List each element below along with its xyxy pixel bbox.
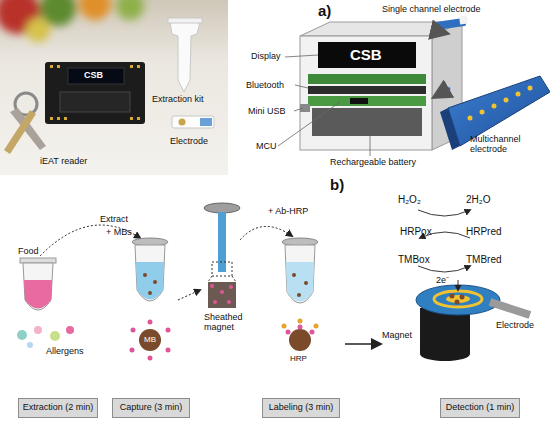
text-label: + Ab-HRP bbox=[268, 206, 308, 216]
text-label: CSB bbox=[350, 46, 382, 63]
text-label: Mini USB bbox=[248, 106, 286, 116]
text-label: Display bbox=[251, 51, 281, 61]
text-label: Allergens bbox=[46, 346, 84, 356]
text-label: H₂O₂ bbox=[398, 194, 421, 206]
text-label: 2e⁻ bbox=[436, 275, 449, 285]
reader-schematic bbox=[278, 16, 550, 156]
workflow-illustration bbox=[17, 203, 531, 361]
node-text: MB bbox=[144, 336, 156, 345]
photo bbox=[0, 0, 228, 175]
step-box: Labeling (3 min) bbox=[262, 398, 340, 418]
text-label: Single channel electrode bbox=[382, 4, 481, 14]
text-label: Electrode bbox=[170, 136, 208, 146]
text-label: TMBred bbox=[466, 254, 502, 266]
text-label: Multichannel electrode bbox=[470, 134, 548, 155]
text-label: MCU bbox=[256, 141, 277, 151]
text-label: Food bbox=[18, 246, 39, 256]
text-label: Extraction kit bbox=[152, 94, 204, 104]
text-label: + MBs bbox=[106, 227, 132, 237]
text-label: 2H₂O bbox=[466, 194, 490, 206]
node-text: Detection (1 min) bbox=[446, 403, 515, 413]
text-label: iEAT reader bbox=[40, 156, 87, 166]
text-label: Magnet bbox=[382, 330, 412, 340]
magnetic-bead: MB bbox=[139, 329, 161, 351]
text-label: Sheathed magnet bbox=[204, 312, 248, 333]
node-text: Capture (3 min) bbox=[120, 403, 183, 413]
text-label: CSB bbox=[84, 70, 103, 80]
text-label: TMBox bbox=[398, 254, 430, 266]
text-label: Extract bbox=[100, 214, 128, 224]
step-box: Capture (3 min) bbox=[112, 398, 190, 418]
text-label: a) bbox=[318, 2, 331, 19]
step-box: Detection (1 min) bbox=[440, 398, 520, 418]
text-label: Electrode bbox=[496, 320, 534, 330]
text-label: HRP bbox=[290, 354, 307, 363]
text-label: Rechargeable battery bbox=[330, 157, 416, 167]
step-box: Extraction (2 min) bbox=[18, 398, 98, 418]
text-label: Bluetooth bbox=[246, 80, 284, 90]
text-label: HRPred bbox=[466, 226, 502, 238]
text-label: b) bbox=[330, 176, 344, 193]
node-text: Extraction (2 min) bbox=[23, 403, 94, 413]
text-label: HRPox bbox=[400, 226, 432, 238]
node-text: Labeling (3 min) bbox=[269, 403, 334, 413]
